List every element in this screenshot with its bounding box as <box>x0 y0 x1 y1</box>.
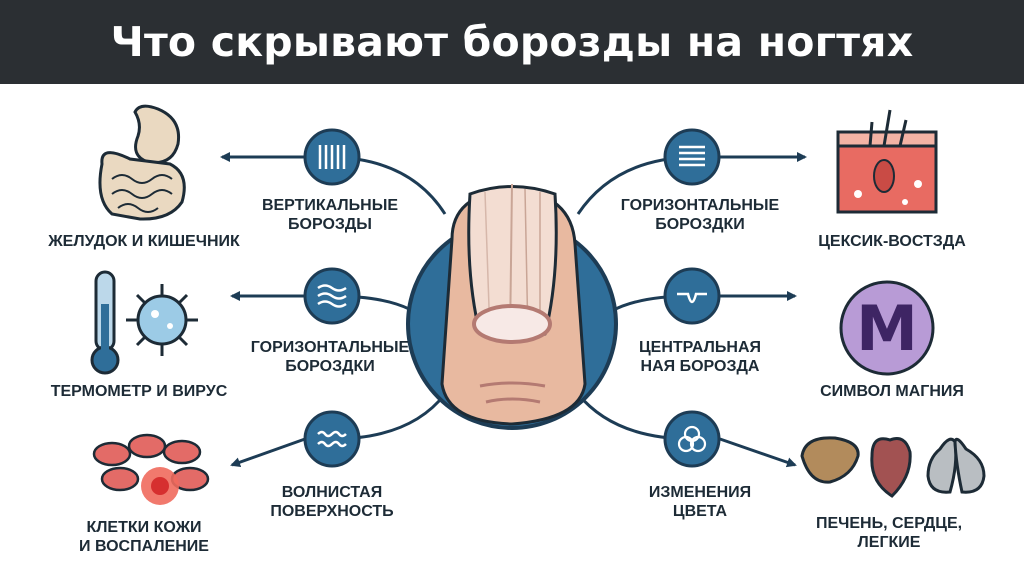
skin-cells-icon <box>92 433 210 505</box>
finger-nail-illustration <box>406 183 618 430</box>
right-groove2-label: ЦЕНТРАЛЬНАЯ НАЯ БОРОЗДА <box>638 339 762 375</box>
magnesium-symbol-text: M <box>856 292 918 365</box>
organs-icon <box>800 436 986 498</box>
left-out1-label: ЖЕЛУДОК И КИШЕЧНИК <box>48 233 240 250</box>
left-groove1-label: ВЕРТИКАЛЬНЫЕ БОРОЗДЫ <box>261 197 399 233</box>
stomach-intestine-icon <box>98 104 186 221</box>
central-groove-icon <box>663 267 721 325</box>
thermometer-virus-icon <box>90 270 198 375</box>
left-out2-label: ТЕРМОМЕТР И ВИРУС <box>50 383 228 400</box>
wavy-lines-icon <box>303 267 361 325</box>
left-groove3-label: ВОЛНИСТАЯ ПОВЕРХНОСТЬ <box>270 484 394 520</box>
vertical-lines-icon <box>303 128 361 186</box>
left-out3-label: КЛЕТКИ КОЖИ И ВОСПАЛЕНИЕ <box>79 519 209 555</box>
page-title: Что скрывают борозды на ногтях <box>110 18 914 66</box>
diagram-canvas: M <box>90 104 986 505</box>
magnesium-symbol-icon: M <box>839 280 935 376</box>
horizontal-lines-icon <box>663 128 721 186</box>
right-groove1-label: ГОРИЗОНТАЛЬНЫЕ БОРОЗДКИ <box>620 197 780 233</box>
skin-layer-icon <box>836 109 938 214</box>
header-bar: Что скрывают борозды на ногтях <box>0 0 1024 84</box>
left-groove2-label: ГОРИЗОНТАЛЬНЫЕ БОРОЗДКИ <box>250 339 410 375</box>
color-change-icon <box>663 410 721 468</box>
waves-icon <box>303 410 361 468</box>
right-out2-label: СИМВОЛ МАГНИЯ <box>820 383 964 400</box>
right-out1-label: ЦЕКСИК-ВОСТЗДА <box>818 233 966 250</box>
right-groove3-label: ИЗМЕНЕНИЯ ЦВЕТА <box>648 484 752 520</box>
right-out3-label: ПЕЧЕНЬ, СЕРДЦЕ, ЛЕГКИЕ <box>815 515 963 551</box>
